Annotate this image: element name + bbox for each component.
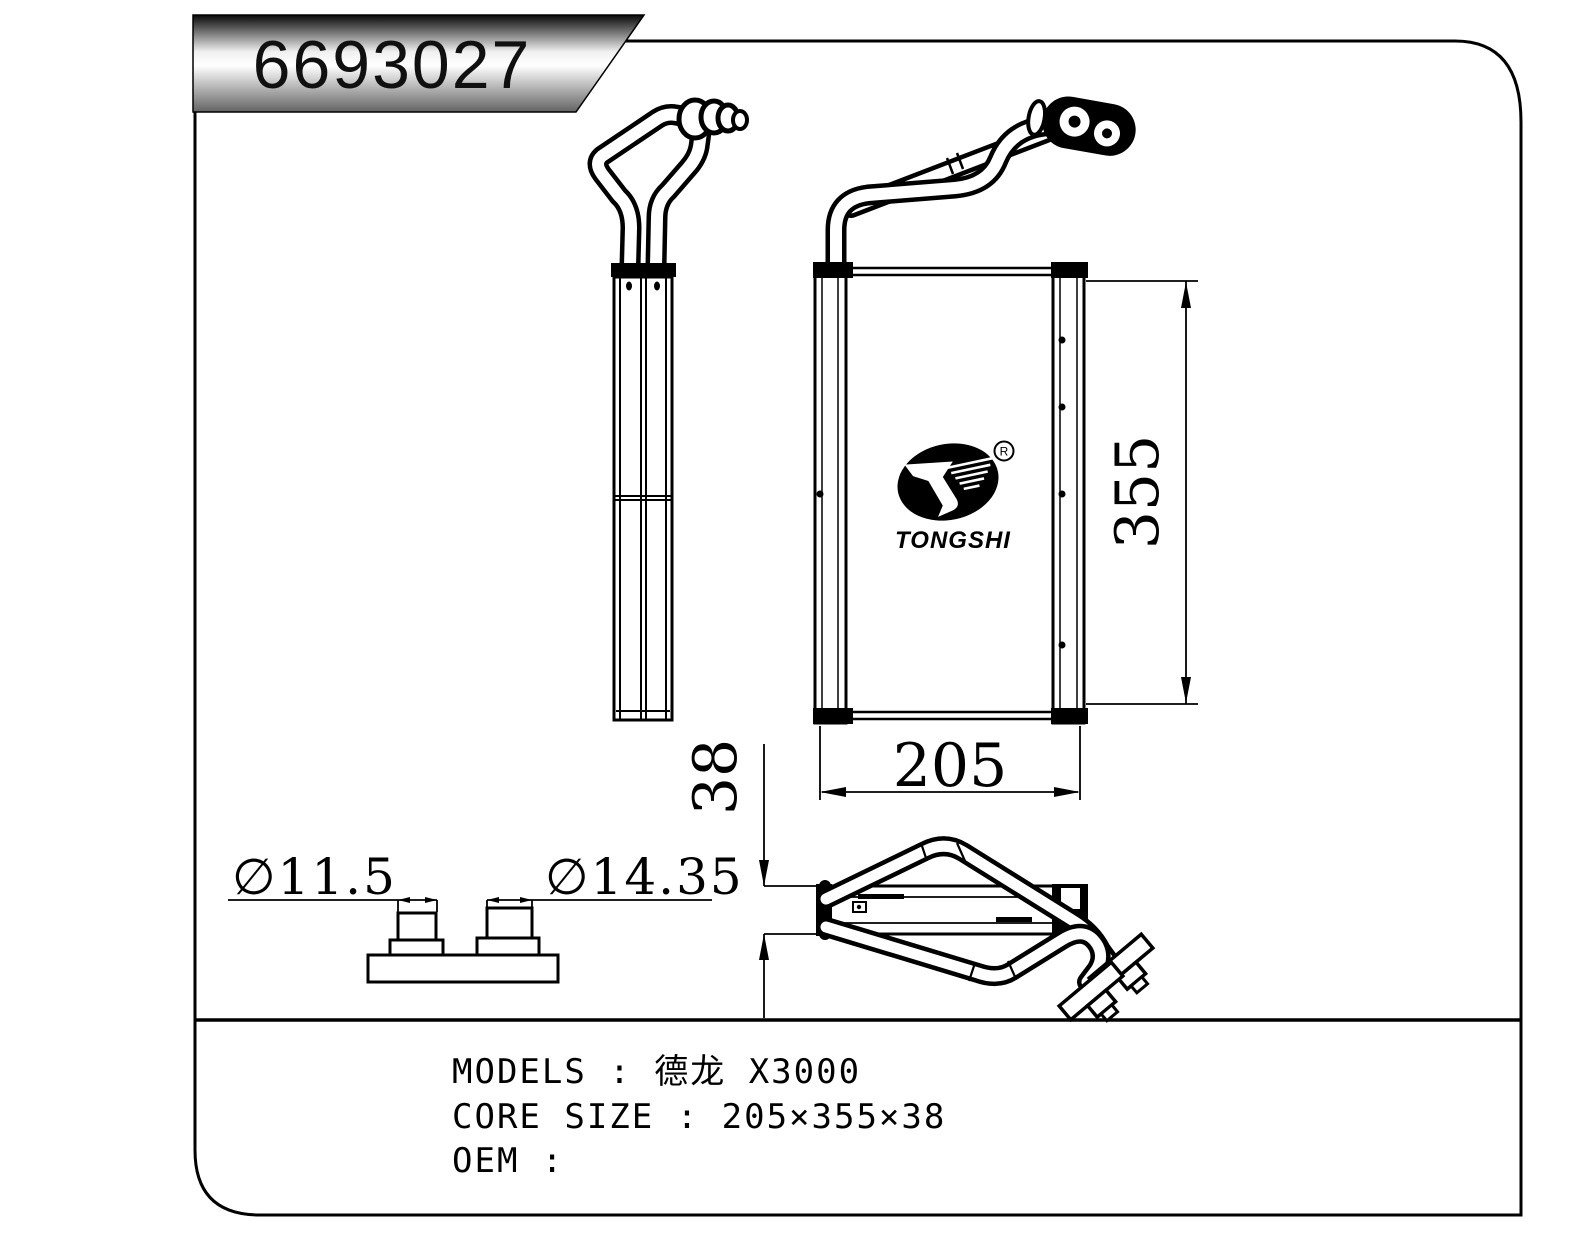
- logo-ellipse: [897, 443, 999, 521]
- connector-ring: [731, 109, 749, 131]
- dimension-annotations: 355 205 38 ∅11.5 ∅14.35: [228, 280, 1198, 1018]
- pipe-core: [830, 116, 1074, 274]
- detail-base-plate: [366, 953, 560, 984]
- rivet-dot: [816, 490, 824, 498]
- fitting-port-hole: [1068, 115, 1081, 128]
- pipe-connector-rings: [676, 97, 749, 141]
- rivet-dot: [654, 281, 660, 291]
- dim-core-depth: 38: [681, 739, 751, 815]
- rivet-dot: [1058, 403, 1066, 411]
- front-view-rivets: [816, 336, 1066, 649]
- side-view-core-lines: [614, 277, 672, 720]
- detail-boss-top: [485, 906, 534, 940]
- dim-port-large: ∅14.35: [545, 848, 744, 906]
- spec-core-size-line: CORE SIZE : 205×355×38: [452, 1097, 946, 1137]
- rivet-dot: [856, 904, 862, 910]
- rivet-dot: [1058, 336, 1066, 344]
- plug-tip: [1098, 1002, 1120, 1023]
- rivet-dot: [1058, 490, 1066, 498]
- plug-tip: [1128, 974, 1150, 995]
- rivet-dot: [1058, 641, 1066, 649]
- tongshi-logo: R TONGSHI: [895, 440, 1015, 554]
- pipe-weld-ticks: [945, 152, 965, 175]
- title-block: MODELS : 德龙 X3000 CORE SIZE : 205×355×38…: [452, 1052, 946, 1181]
- spec-models-line: MODELS : 德龙 X3000: [452, 1052, 861, 1092]
- brand-text: TONGSHI: [895, 527, 1011, 554]
- side-view: [587, 97, 749, 722]
- pipe-weld-ticks: [919, 842, 1018, 982]
- port-detail-view: [366, 906, 560, 984]
- dim-core-width: 205: [893, 731, 1008, 801]
- spec-oem-line: OEM :: [452, 1141, 564, 1181]
- side-view-top-cap: [611, 263, 676, 277]
- registered-mark: R: [1000, 445, 1009, 459]
- outlet-plug: [1056, 959, 1126, 1023]
- rivet-dot: [626, 281, 632, 291]
- side-view-core-body: [612, 275, 674, 722]
- frame-border: [193, 39, 1523, 1217]
- front-view-header-footer-lines: [846, 266, 1053, 721]
- detail-boss-step: [388, 938, 445, 957]
- part-number-text: 6693027: [253, 27, 532, 103]
- pipe-core: [592, 108, 694, 272]
- fitting-body: [1042, 96, 1136, 156]
- registered-mark-circle: [993, 440, 1015, 462]
- fitting-port-hole: [1102, 128, 1113, 139]
- logo-speed-lines: [946, 457, 993, 491]
- dimension-lines: [228, 280, 1198, 1018]
- badge-shape: [192, 14, 646, 113]
- front-view: R TONGSHI: [813, 96, 1136, 725]
- bottom-view-right-notch: [1061, 888, 1080, 909]
- pipe-core: [650, 126, 707, 272]
- front-view-right-channel: [1051, 262, 1086, 725]
- pipe-core: [820, 921, 1107, 988]
- dim-port-small: ∅11.5: [232, 848, 397, 906]
- bottom-view-dashes: [858, 894, 1032, 922]
- detail-boss-top: [396, 911, 438, 942]
- part-number-badge: 6693027: [192, 14, 646, 113]
- logo-arrow: [904, 461, 958, 517]
- bottom-view: [816, 836, 1156, 1023]
- dim-core-height: 355: [1103, 435, 1173, 550]
- detail-boss-step: [475, 936, 541, 957]
- twin-port-fitting: [1026, 96, 1136, 156]
